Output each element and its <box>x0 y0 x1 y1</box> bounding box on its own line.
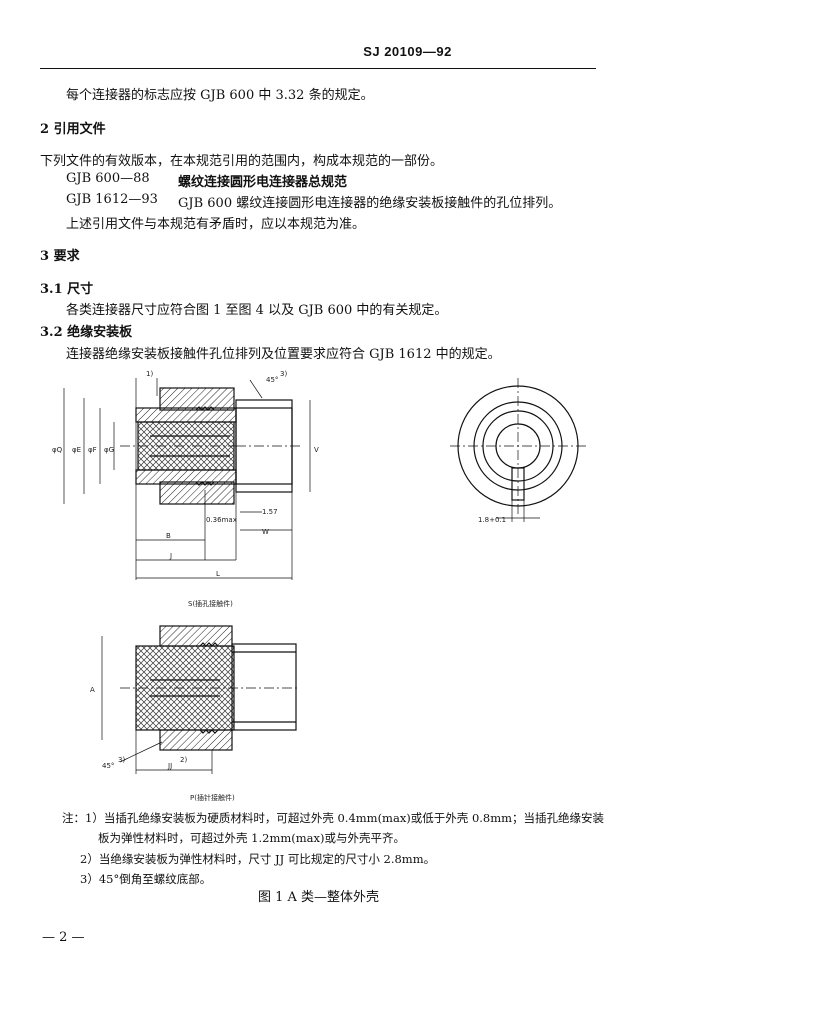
dim-W-label: W <box>262 528 269 536</box>
section-3-2-heading: 3.2 绝缘安装板 <box>40 325 133 340</box>
marking-text: 每个连接器的标志应按 GJB 600 中 3.32 条的规定。 <box>66 88 374 103</box>
dim-J-label: J <box>169 552 172 560</box>
dimensions-text: 各类连接器尺寸应符合图 1 至图 4 以及 GJB 600 中的有关规定。 <box>66 303 448 318</box>
header-rule <box>40 68 596 69</box>
note-3: 3）45°倒角至螺纹底部。 <box>80 872 212 886</box>
dim-B-label: B <box>166 532 171 540</box>
ref2-code: GJB 1612—93 <box>66 192 158 207</box>
dim-A-label: A <box>90 686 95 694</box>
dim-phiG-label: φG <box>104 446 114 454</box>
figure-caption: 图 1 A 类—整体外壳 <box>258 890 380 905</box>
socket-view-caption: S(插孔接触件) <box>188 599 233 608</box>
ref-intro-text: 下列文件的有效版本，在本规范引用的范围内，构成本规范的一部份。 <box>40 154 444 169</box>
ref1-title: 螺纹连接圆形电连接器总规范 <box>178 175 348 190</box>
note-1-line-1: 注：1）当插孔绝缘安装板为硬质材料时，可超过外壳 0.4mm(max)或低于外壳… <box>62 811 605 825</box>
chamfer-note-3-bottom-callout: 3) <box>118 756 125 764</box>
insert-text: 连接器绝缘安装板接触件孔位排列及位置要求应符合 GJB 1612 中的规定。 <box>66 347 501 362</box>
front-view <box>450 378 586 522</box>
dim-phiQ-label: φQ <box>52 446 63 454</box>
chamfer-note-3-callout: 3) <box>280 370 287 378</box>
note-1-callout: 1) <box>146 370 153 378</box>
note-2: 2）当绝缘安装板为弹性材料时，尺寸 JJ 可比规定的尺寸小 2.8mm。 <box>80 852 436 866</box>
dim-JJ-label: JJ <box>167 762 172 770</box>
note-2-callout: 2) <box>180 756 187 764</box>
ref2-title: GJB 600 螺纹连接圆形电连接器的绝缘安装板接触件的孔位排列。 <box>178 196 562 211</box>
note-1-line-2: 板为弹性材料时，可超过外壳 1.2mm(max)或与外壳平齐。 <box>98 831 405 845</box>
dim-V-label: V <box>314 446 319 454</box>
page-number: — 2 — <box>42 930 85 945</box>
socket-section-view <box>63 378 311 580</box>
dim-157-label: 1.57 <box>262 508 278 516</box>
section-3-heading: 3 要求 <box>40 249 80 264</box>
section-2-heading: 2 引用文件 <box>40 122 106 137</box>
dim-phiF-label: φF <box>88 446 97 454</box>
pin-section-view <box>101 625 300 774</box>
pin-view-caption: P(插针接触件) <box>190 793 235 802</box>
ref1-code: GJB 600—88 <box>66 171 150 186</box>
dim-phiE-label: φE <box>72 446 81 454</box>
chamfer-45-bottom-label: 45° <box>102 762 114 770</box>
dim-L-label: L <box>216 570 220 578</box>
dim-keyway-width-label: 1.8+0.1 <box>478 516 506 524</box>
dim-036-label: 0.36max <box>206 516 237 524</box>
section-3-1-heading: 3.1 尺寸 <box>40 282 94 297</box>
ref-conflict-text: 上述引用文件与本规范有矛盾时，应以本规范为准。 <box>66 217 366 232</box>
page-header: SJ 20109—92 <box>363 44 452 59</box>
chamfer-45-top-label: 45° <box>266 376 278 384</box>
